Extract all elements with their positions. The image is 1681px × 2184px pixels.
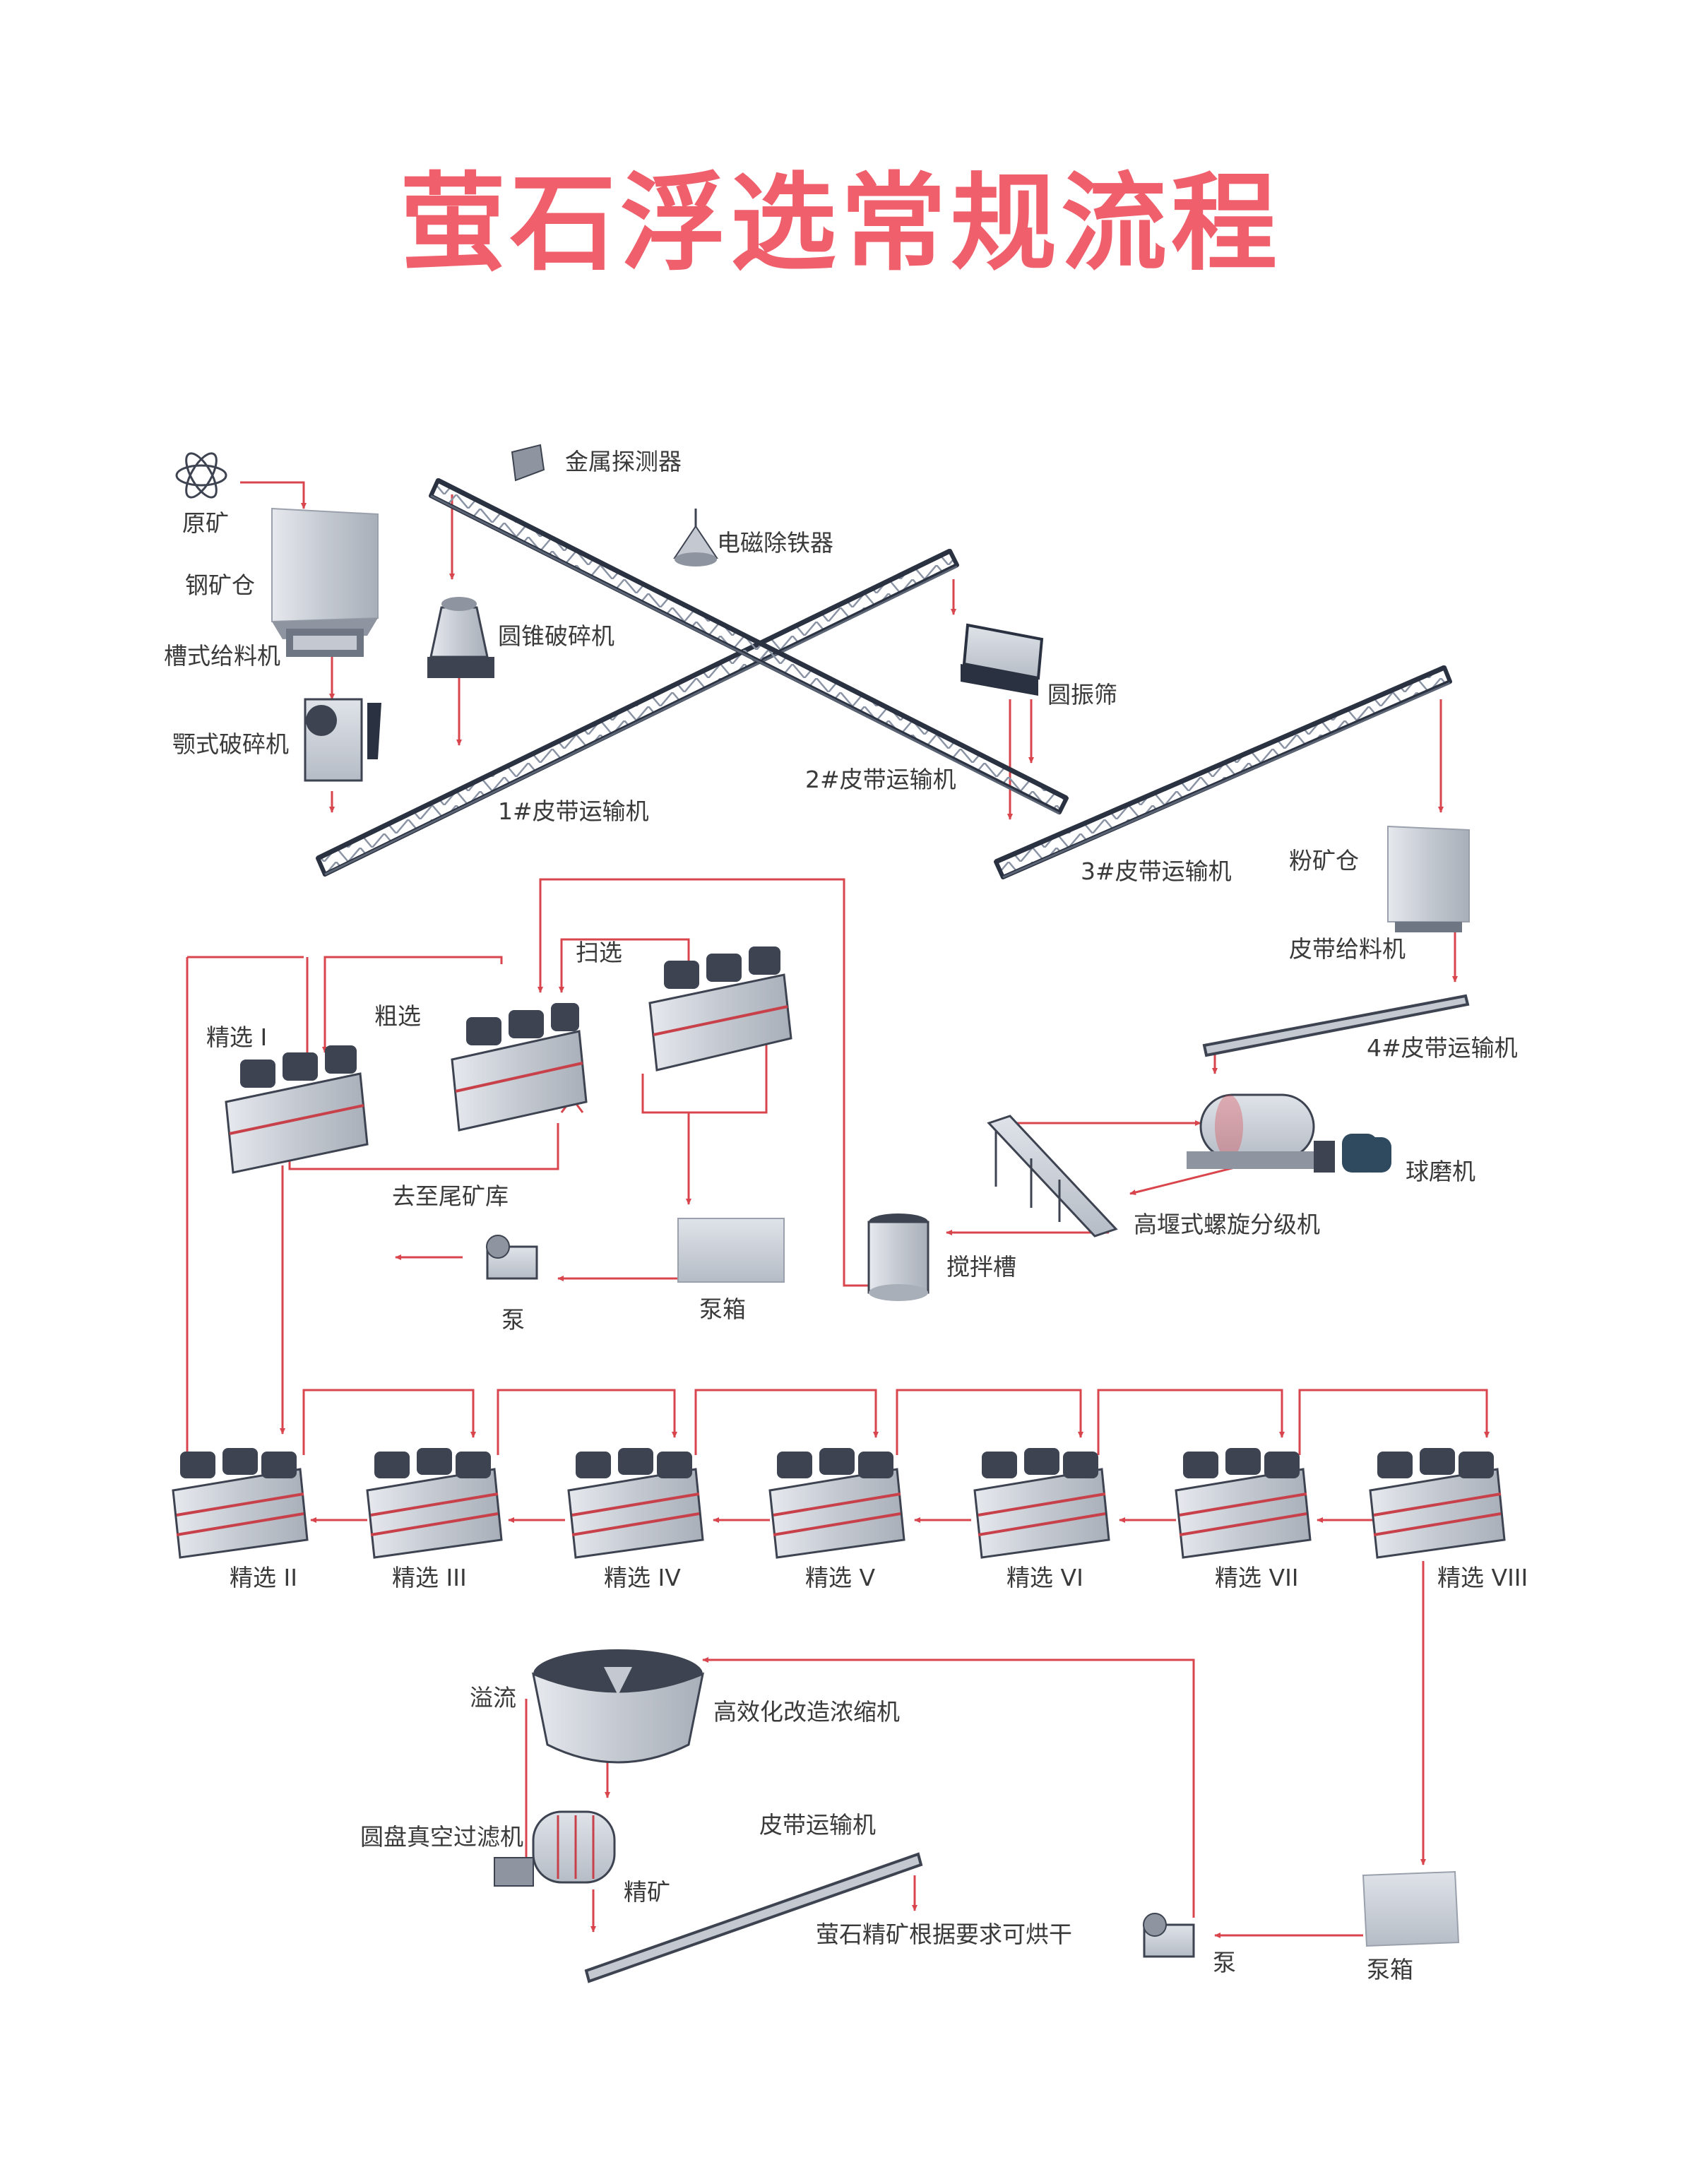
- jaw-crusher: [304, 698, 381, 782]
- flotation-cell-row-7: [1175, 1448, 1312, 1559]
- label-cleaning-1: 精选 I: [206, 1023, 267, 1051]
- label-cone-crusher: 圆锥破碎机: [498, 622, 614, 650]
- diagram-title: 萤石浮选常规流程: [399, 162, 1281, 285]
- pump-box-2: [1362, 1870, 1460, 1947]
- flotation-cell-row-6: [973, 1448, 1110, 1559]
- conveyor-4: [1202, 994, 1470, 1057]
- fine-bin: [1387, 825, 1470, 932]
- label-cleaning-2: 精选 II: [230, 1564, 297, 1591]
- label-metal-detector: 金属探测器: [565, 448, 682, 475]
- spiral-classifier: [987, 1115, 1118, 1238]
- flotation-cell-row-4: [567, 1448, 704, 1559]
- label-conveyor-1: 1#皮带运输机: [498, 797, 649, 825]
- label-fine-bin: 粉矿仓: [1289, 847, 1359, 874]
- label-belt-feeder: 皮带给料机: [1289, 935, 1406, 963]
- disc-filter: [494, 1810, 616, 1887]
- product-conveyor: [584, 1852, 923, 1983]
- label-magnetic-separator: 电磁除铁器: [717, 529, 833, 557]
- label-tailings: 去至尾矿库: [392, 1182, 509, 1210]
- flotation-cell-cleaning-1: [225, 1045, 369, 1174]
- label-concentrate: 精矿: [624, 1878, 670, 1906]
- flotation-row: [172, 1448, 1506, 1559]
- flotation-cell-roughing: [451, 1003, 588, 1132]
- label-scavenging: 扫选: [576, 939, 622, 966]
- label-cleaning-3: 精选 III: [392, 1564, 467, 1591]
- flotation-cell-row-2: [172, 1448, 309, 1559]
- magnetic-separator: [673, 509, 718, 566]
- label-coarse-bin: 钢矿仓: [185, 571, 255, 599]
- label-dry-note: 萤石精矿根据要求可烘干: [816, 1921, 1072, 1948]
- label-thickener: 高效化改造浓缩机: [713, 1698, 900, 1726]
- label-conveyor-3: 3#皮带运输机: [1081, 857, 1232, 885]
- label-cleaning-7: 精选 VII: [1215, 1564, 1299, 1591]
- flotation-cell-row-3: [366, 1448, 503, 1559]
- pump-1: [486, 1235, 538, 1280]
- raw-ore-icon: [175, 452, 227, 499]
- trough-feeder: [286, 629, 364, 657]
- label-belt-conveyor: 皮带运输机: [759, 1811, 876, 1839]
- label-raw-ore: 原矿: [182, 509, 229, 537]
- thickener: [531, 1649, 705, 1764]
- labels: 原矿 钢矿仓 槽式给料机 颚式破碎机 金属探测器 电磁除铁器 圆锥破碎机 圆振筛…: [164, 448, 1528, 1983]
- agitation-tank: [867, 1213, 929, 1301]
- flow-lines: [186, 481, 1490, 1938]
- ball-mill: [1187, 1093, 1391, 1173]
- label-agitation-tank: 搅拌槽: [946, 1253, 1016, 1281]
- label-trough-feeder: 槽式给料机: [164, 642, 280, 670]
- label-ball-mill: 球磨机: [1406, 1158, 1475, 1185]
- label-jaw-crusher: 颚式破碎机: [172, 730, 289, 758]
- label-pump-2: 泵: [1213, 1949, 1236, 1976]
- label-pump-box-1: 泵箱: [699, 1295, 746, 1323]
- label-cleaning-6: 精选 VI: [1006, 1564, 1083, 1591]
- label-cleaning-5: 精选 V: [805, 1564, 875, 1591]
- label-pump-box-2: 泵箱: [1367, 1956, 1413, 1983]
- label-disc-filter: 圆盘真空过滤机: [360, 1823, 523, 1851]
- pump-box-1: [677, 1218, 785, 1283]
- circular-screen: [961, 623, 1044, 696]
- label-cleaning-4: 精选 IV: [604, 1564, 681, 1591]
- coarse-bin: [271, 507, 379, 639]
- cone-crusher: [427, 597, 494, 678]
- label-circular-screen: 圆振筛: [1047, 681, 1117, 708]
- pump-2: [1143, 1913, 1195, 1958]
- label-roughing: 粗选: [374, 1002, 421, 1030]
- conveyor-3: [994, 665, 1452, 879]
- flotation-cell-row-5: [768, 1448, 905, 1559]
- label-overflow: 溢流: [470, 1684, 516, 1711]
- label-conveyor-2: 2#皮带运输机: [805, 766, 956, 793]
- metal-detector: [511, 444, 545, 482]
- conveyor-1: [316, 548, 959, 877]
- label-conveyor-4: 4#皮带运输机: [1367, 1034, 1518, 1062]
- flotation-cell-row-8: [1369, 1448, 1506, 1559]
- label-pump-1: 泵: [501, 1306, 525, 1334]
- conveyor-2: [429, 477, 1069, 815]
- flotation-cell-scavenging: [648, 946, 792, 1072]
- label-cleaning-8: 精选 VIII: [1437, 1564, 1528, 1591]
- label-classifier: 高堰式螺旋分级机: [1134, 1211, 1320, 1238]
